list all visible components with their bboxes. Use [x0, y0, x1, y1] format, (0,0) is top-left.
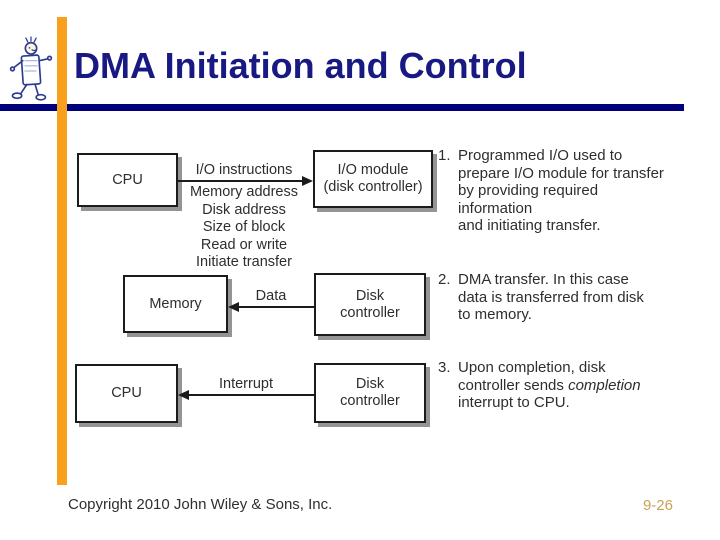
slide-title: DMA Initiation and Control — [74, 45, 527, 86]
arrow-row2-head-icon — [228, 302, 239, 312]
arrow-row1-line — [178, 180, 304, 182]
arrow-row3-head-icon — [178, 390, 189, 400]
note-text: DMA transfer. In this case data is trans… — [458, 271, 644, 323]
copyright-text: Copyright 2010 John Wiley & Sons, Inc. — [68, 496, 333, 513]
note-item-1: 1. Programmed I/O used to prepare I/O mo… — [438, 147, 673, 235]
note-text: Programmed I/O used to prepare I/O modul… — [458, 147, 664, 234]
cpu-box-row3: CPU — [75, 364, 178, 423]
note-text-suffix: interrupt to CPU. — [458, 394, 570, 411]
arrow-row2-label: Data — [255, 288, 287, 304]
disk-controller-box-row3: Disk controller — [314, 363, 426, 423]
param-line: Disk address — [202, 201, 286, 218]
param-line: Initiate transfer — [196, 254, 292, 271]
cpu-box-row1: CPU — [77, 153, 178, 207]
note-text: Upon completion, disk controller sends c… — [458, 359, 673, 412]
arrow-row1-head-icon — [302, 176, 313, 186]
note-item-3: 3. Upon completion, disk controller send… — [438, 359, 673, 412]
disk-controller-box-row2: Disk controller — [314, 273, 426, 336]
note-number: 3. — [438, 359, 451, 376]
memory-box: Memory — [123, 275, 228, 333]
note-text-prefix: Upon completion, disk controller sends — [458, 359, 606, 394]
io-parameter-list: Memory address Disk address Size of bloc… — [168, 184, 320, 272]
arrow-row3-line — [188, 394, 314, 396]
note-number: 1. — [438, 147, 451, 164]
arrow-row1-label: I/O instructions — [195, 162, 293, 178]
walking-figure-icon — [9, 36, 53, 101]
note-text-italic: completion — [568, 376, 641, 394]
param-line: Size of block — [202, 219, 286, 236]
note-item-2: 2. DMA transfer. In this case data is tr… — [438, 271, 673, 324]
param-line: Memory address — [190, 184, 298, 200]
param-line: Read or write — [200, 236, 288, 253]
note-number: 2. — [438, 271, 451, 288]
io-module-box: I/O module (disk controller) — [313, 150, 433, 208]
arrow-row3-label: Interrupt — [219, 376, 273, 392]
accent-bar — [57, 17, 67, 485]
arrow-row2-line — [238, 306, 314, 308]
page-number: 9-26 — [642, 497, 673, 514]
header-rule — [0, 104, 684, 111]
